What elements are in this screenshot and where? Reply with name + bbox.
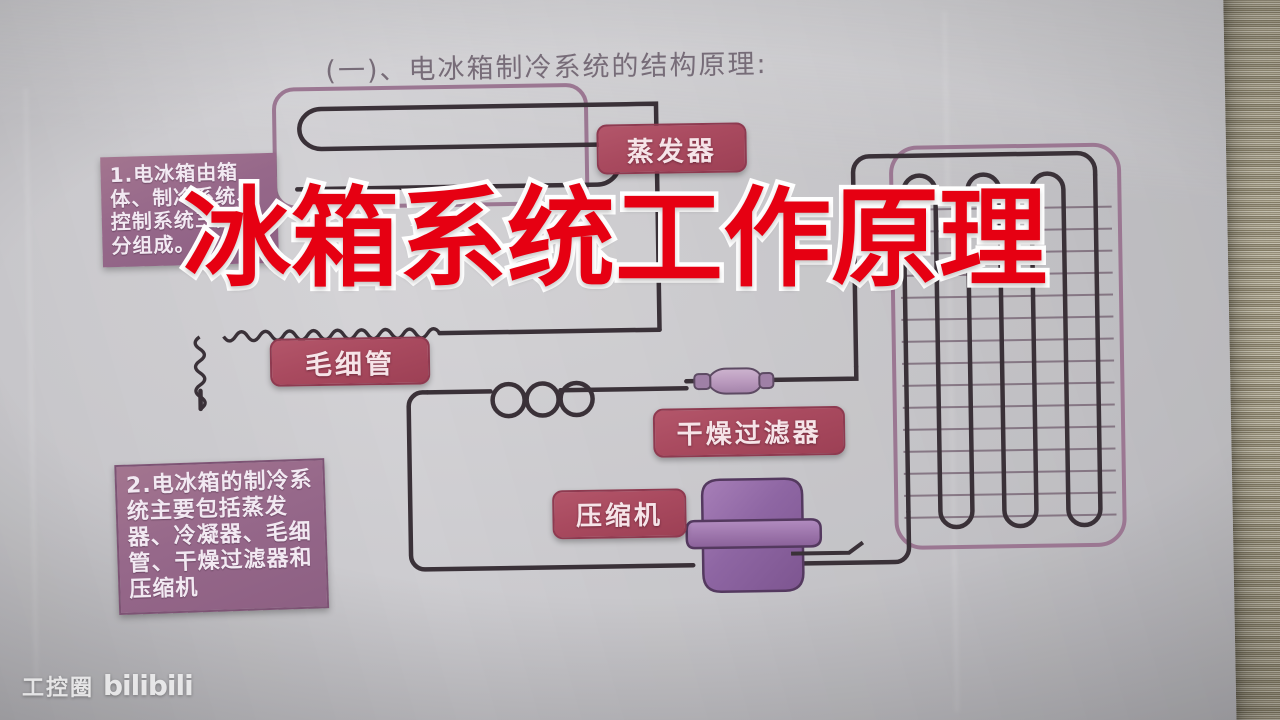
discharge-line (850, 150, 1098, 369)
dryer-filter-body (684, 367, 775, 395)
capillary-tube (193, 327, 662, 412)
label-compressor: 压缩机 (552, 488, 687, 540)
overlay-title: 冰箱系统工作原理 (178, 177, 1051, 302)
suction-line-loops (425, 380, 689, 419)
condenser-coil (901, 171, 1103, 530)
compressor-return-line (406, 390, 696, 572)
condenser-outlet-line (770, 509, 912, 567)
liquid-line (762, 364, 859, 383)
watermark-bilibili-logo: bilibili (103, 669, 194, 702)
label-capillary-tube: 毛细管 (269, 336, 431, 387)
label-dryer-filter: 干燥过滤器 (652, 405, 846, 458)
evaporator-coil (295, 101, 629, 192)
watermark: 工控圈 bilibili (22, 669, 194, 702)
note-box-2: 2.电冰箱的制冷系统主要包括蒸发器、冷凝器、毛细管、干燥过滤器和压缩机 (114, 458, 330, 615)
condenser-enclosure (889, 142, 1127, 550)
suction-line (623, 101, 662, 332)
label-evaporator: 蒸发器 (596, 122, 748, 175)
compressor-body (685, 477, 865, 593)
page-title: (一)、电冰箱制冷系统的结构原理: (325, 48, 768, 87)
watermark-channel: 工控圈 (22, 675, 95, 701)
